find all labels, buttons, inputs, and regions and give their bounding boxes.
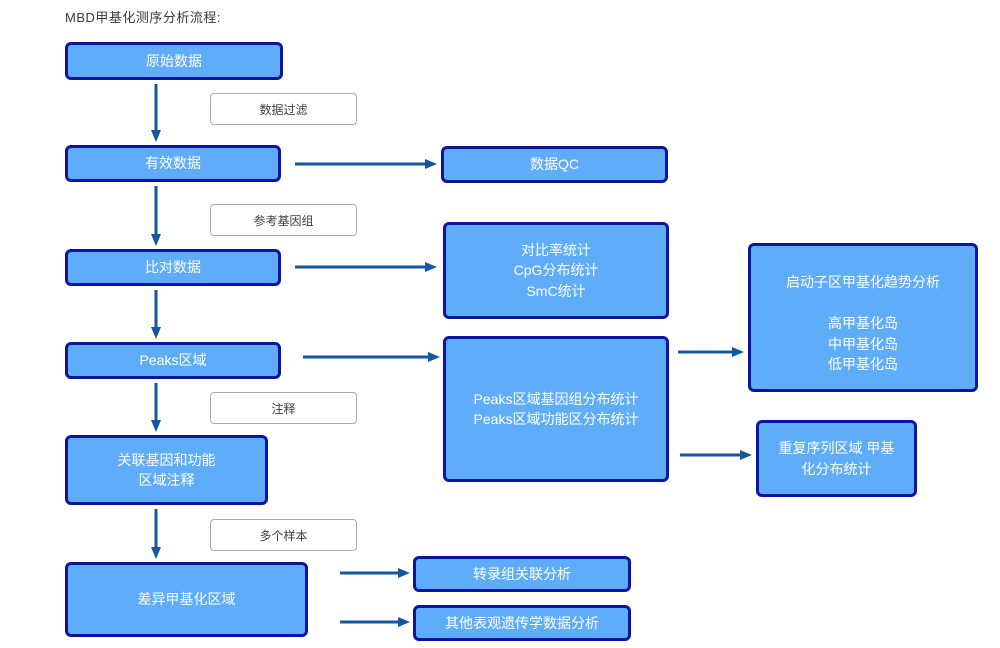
node-raw-data: 原始数据 <box>65 42 283 80</box>
annotation-data-filter: 数据过滤 <box>210 93 357 125</box>
node-peaks-distribution-stats: Peaks区域基因组分布统计 Peaks区域功能区分布统计 <box>443 336 669 482</box>
node-data-qc: 数据QC <box>441 146 668 183</box>
node-label: 中甲基化岛 <box>828 335 898 352</box>
node-label: 差异甲基化区域 <box>137 591 236 608</box>
node-gene-function-annotation: 关联基因和功能 区域注释 <box>65 435 268 505</box>
node-label: 低甲基化岛 <box>828 355 898 372</box>
node-label: 对比率统计 <box>521 242 591 259</box>
node-sublines: 高甲基化岛 中甲基化岛 低甲基化岛 <box>828 313 898 374</box>
node-heading: 启动子区甲基化趋势分析 <box>786 274 940 290</box>
node-label: Peaks区域基因组分布统计 <box>473 390 639 407</box>
annotation-label: 数据过滤 <box>259 102 308 117</box>
node-label: 高甲基化岛 <box>828 315 898 332</box>
node-aligned-data: 比对数据 <box>65 249 281 286</box>
page-title: MBD甲基化测序分析流程: <box>65 10 222 25</box>
node-valid-data: 有效数据 <box>65 145 281 182</box>
node-label: CpG分布统计 <box>513 262 599 279</box>
node-peaks-region: Peaks区域 <box>65 342 281 379</box>
node-label: 区域注释 <box>138 472 195 488</box>
node-label: Peaks区域 <box>139 352 207 369</box>
node-label: 重复序列区域 甲基 <box>778 440 895 457</box>
node-label: SmC统计 <box>526 282 586 299</box>
node-label: 其他表观遗传学数据分析 <box>445 614 599 631</box>
node-repeat-region-stats: 重复序列区域 甲基 化分布统计 <box>756 420 917 497</box>
node-label: 化分布统计 <box>801 460 872 477</box>
node-label: 原始数据 <box>146 52 202 69</box>
node-transcriptome-association: 转录组关联分析 <box>413 556 631 592</box>
node-differential-methylation: 差异甲基化区域 <box>65 562 308 637</box>
node-label: Peaks区域功能区分布统计 <box>473 411 639 427</box>
node-label: 有效数据 <box>145 155 201 172</box>
annotation-label: 参考基因组 <box>253 213 314 228</box>
node-promoter-methylation-trend: 启动子区甲基化趋势分析 高甲基化岛 中甲基化岛 低甲基化岛 <box>748 243 978 392</box>
annotation-label: 注释 <box>271 401 296 416</box>
node-alignment-stats: 对比率统计 CpG分布统计 SmC统计 <box>443 222 669 319</box>
annotation-annotation: 注释 <box>210 392 357 424</box>
annotation-label: 多个样本 <box>259 528 308 543</box>
annotation-multi-sample: 多个样本 <box>210 519 357 551</box>
annotation-reference-genome: 参考基因组 <box>210 204 357 236</box>
node-label: 比对数据 <box>145 259 201 276</box>
node-label: 转录组关联分析 <box>473 565 571 582</box>
node-label: 数据QC <box>530 156 579 173</box>
node-label: 关联基因和功能 <box>117 451 216 468</box>
node-other-epigenetics-analysis: 其他表观遗传学数据分析 <box>413 605 631 641</box>
